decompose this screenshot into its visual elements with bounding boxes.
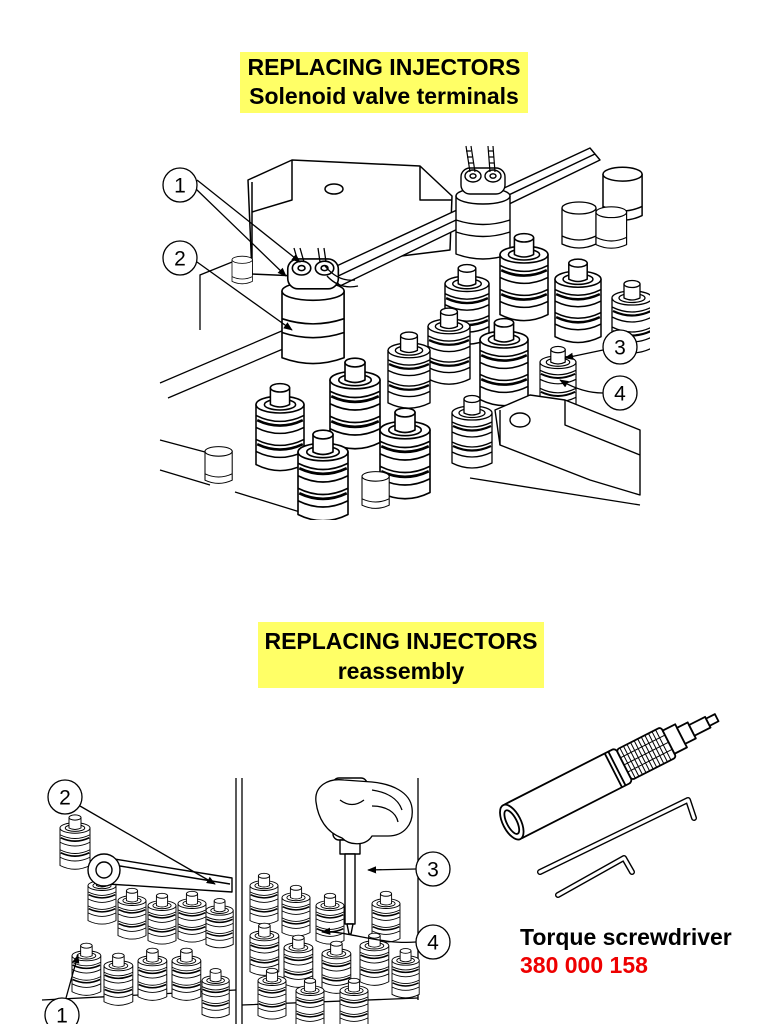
callout-number: 1: [174, 175, 186, 198]
valve-spring: [171, 947, 202, 1002]
callout-number: 1: [56, 1005, 68, 1024]
callout-4: 4: [415, 924, 451, 960]
bolt: [204, 446, 233, 484]
ratchet-wrench: [87, 853, 233, 893]
valve-spring: [321, 940, 352, 995]
leader-lines: [195, 179, 604, 394]
callout-1: 1: [44, 997, 80, 1024]
valve-cap: [561, 201, 597, 249]
callout-number: 3: [427, 859, 439, 882]
callout-number: 3: [614, 337, 626, 360]
injector-right: [455, 167, 511, 260]
valve-spring: [386, 330, 432, 410]
valve-spring: [137, 947, 168, 1002]
section1-subtitle: Solenoid valve terminals: [249, 83, 519, 109]
callout-number: 2: [59, 787, 71, 810]
housing-bolt: [231, 255, 253, 285]
torque-screwdriver-icon: [499, 713, 720, 898]
reassembly-illustration: 2 3 4 1: [41, 777, 451, 1024]
valve-spring: [177, 890, 207, 943]
valve-spring: [249, 872, 279, 925]
cylinder-head-outline: [159, 257, 641, 513]
valve-spring: [147, 892, 177, 945]
callout-number: 2: [174, 248, 186, 271]
valve-cap: [595, 206, 628, 249]
valve-cap: [361, 471, 390, 509]
valve-spring: [328, 356, 382, 451]
valve-spring: [205, 897, 234, 949]
section2-title-box: REPLACING INJECTORS reassembly: [258, 622, 544, 688]
valve-spring: [201, 967, 230, 1019]
valve-spring: [391, 947, 420, 999]
screwdriver-body: [499, 713, 720, 841]
valve-spring: [117, 887, 147, 940]
bracket: [494, 394, 641, 496]
valve-spring: [249, 922, 280, 977]
section1-title-box: REPLACING INJECTORS Solenoid valve termi…: [240, 52, 528, 113]
valve-spring: [257, 967, 287, 1020]
tool-name: Torque screwdriver: [520, 924, 732, 950]
valve-spring: [103, 952, 134, 1007]
valve-spring: [315, 892, 345, 945]
callout-3: 3: [415, 851, 451, 887]
section2-title: REPLACING INJECTORS: [264, 628, 538, 654]
tool-part-number: 380 000 158: [520, 952, 648, 978]
callout-2: 2: [162, 240, 198, 276]
valve-spring: [59, 814, 91, 871]
callout-1: 1: [162, 167, 198, 203]
valve-spring: [450, 394, 494, 470]
callout-4: 4: [602, 375, 638, 411]
callout-3: 3: [602, 329, 638, 365]
valve-spring: [254, 382, 306, 472]
solenoid-terminals-illustration: 1 2 3 4: [159, 145, 650, 520]
section2-subtitle: reassembly: [337, 658, 465, 684]
hand: [315, 779, 413, 845]
hex-key-short: [555, 855, 635, 898]
leader-lines: [65, 805, 417, 999]
terminal-pins-right: [465, 145, 496, 173]
callout-number: 4: [614, 383, 626, 406]
callout-number: 4: [427, 932, 439, 955]
valve-spring: [553, 257, 603, 344]
hex-key-long: [537, 797, 697, 875]
callout-2: 2: [47, 779, 83, 815]
section1-title: REPLACING INJECTORS: [247, 54, 521, 80]
valve-spring: [71, 942, 102, 997]
valve-spring: [281, 884, 311, 937]
